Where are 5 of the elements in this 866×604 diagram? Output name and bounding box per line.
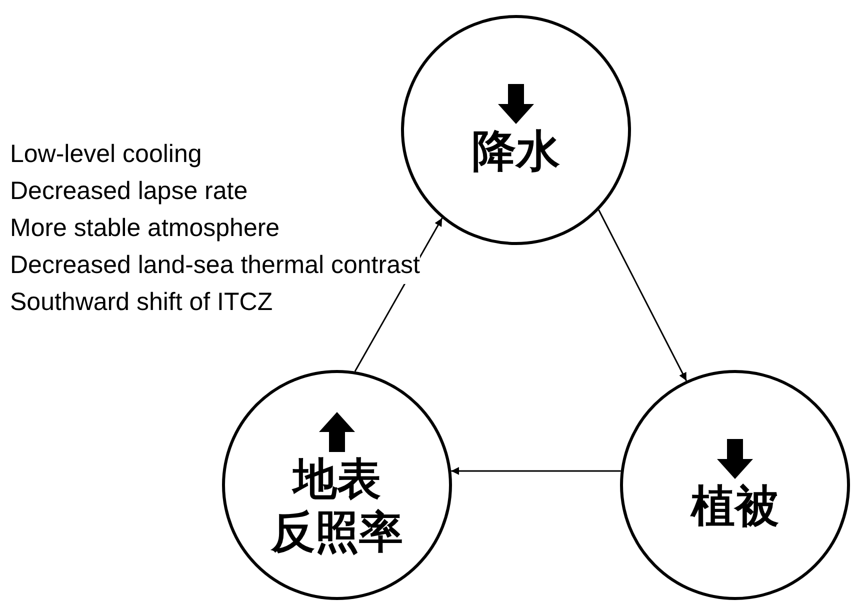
arrow (451, 466, 621, 475)
node-label: 植被 (691, 480, 779, 534)
arrow (598, 210, 688, 382)
node-label: 降水 (472, 126, 560, 178)
node-label: 地表反照率 (271, 454, 403, 560)
